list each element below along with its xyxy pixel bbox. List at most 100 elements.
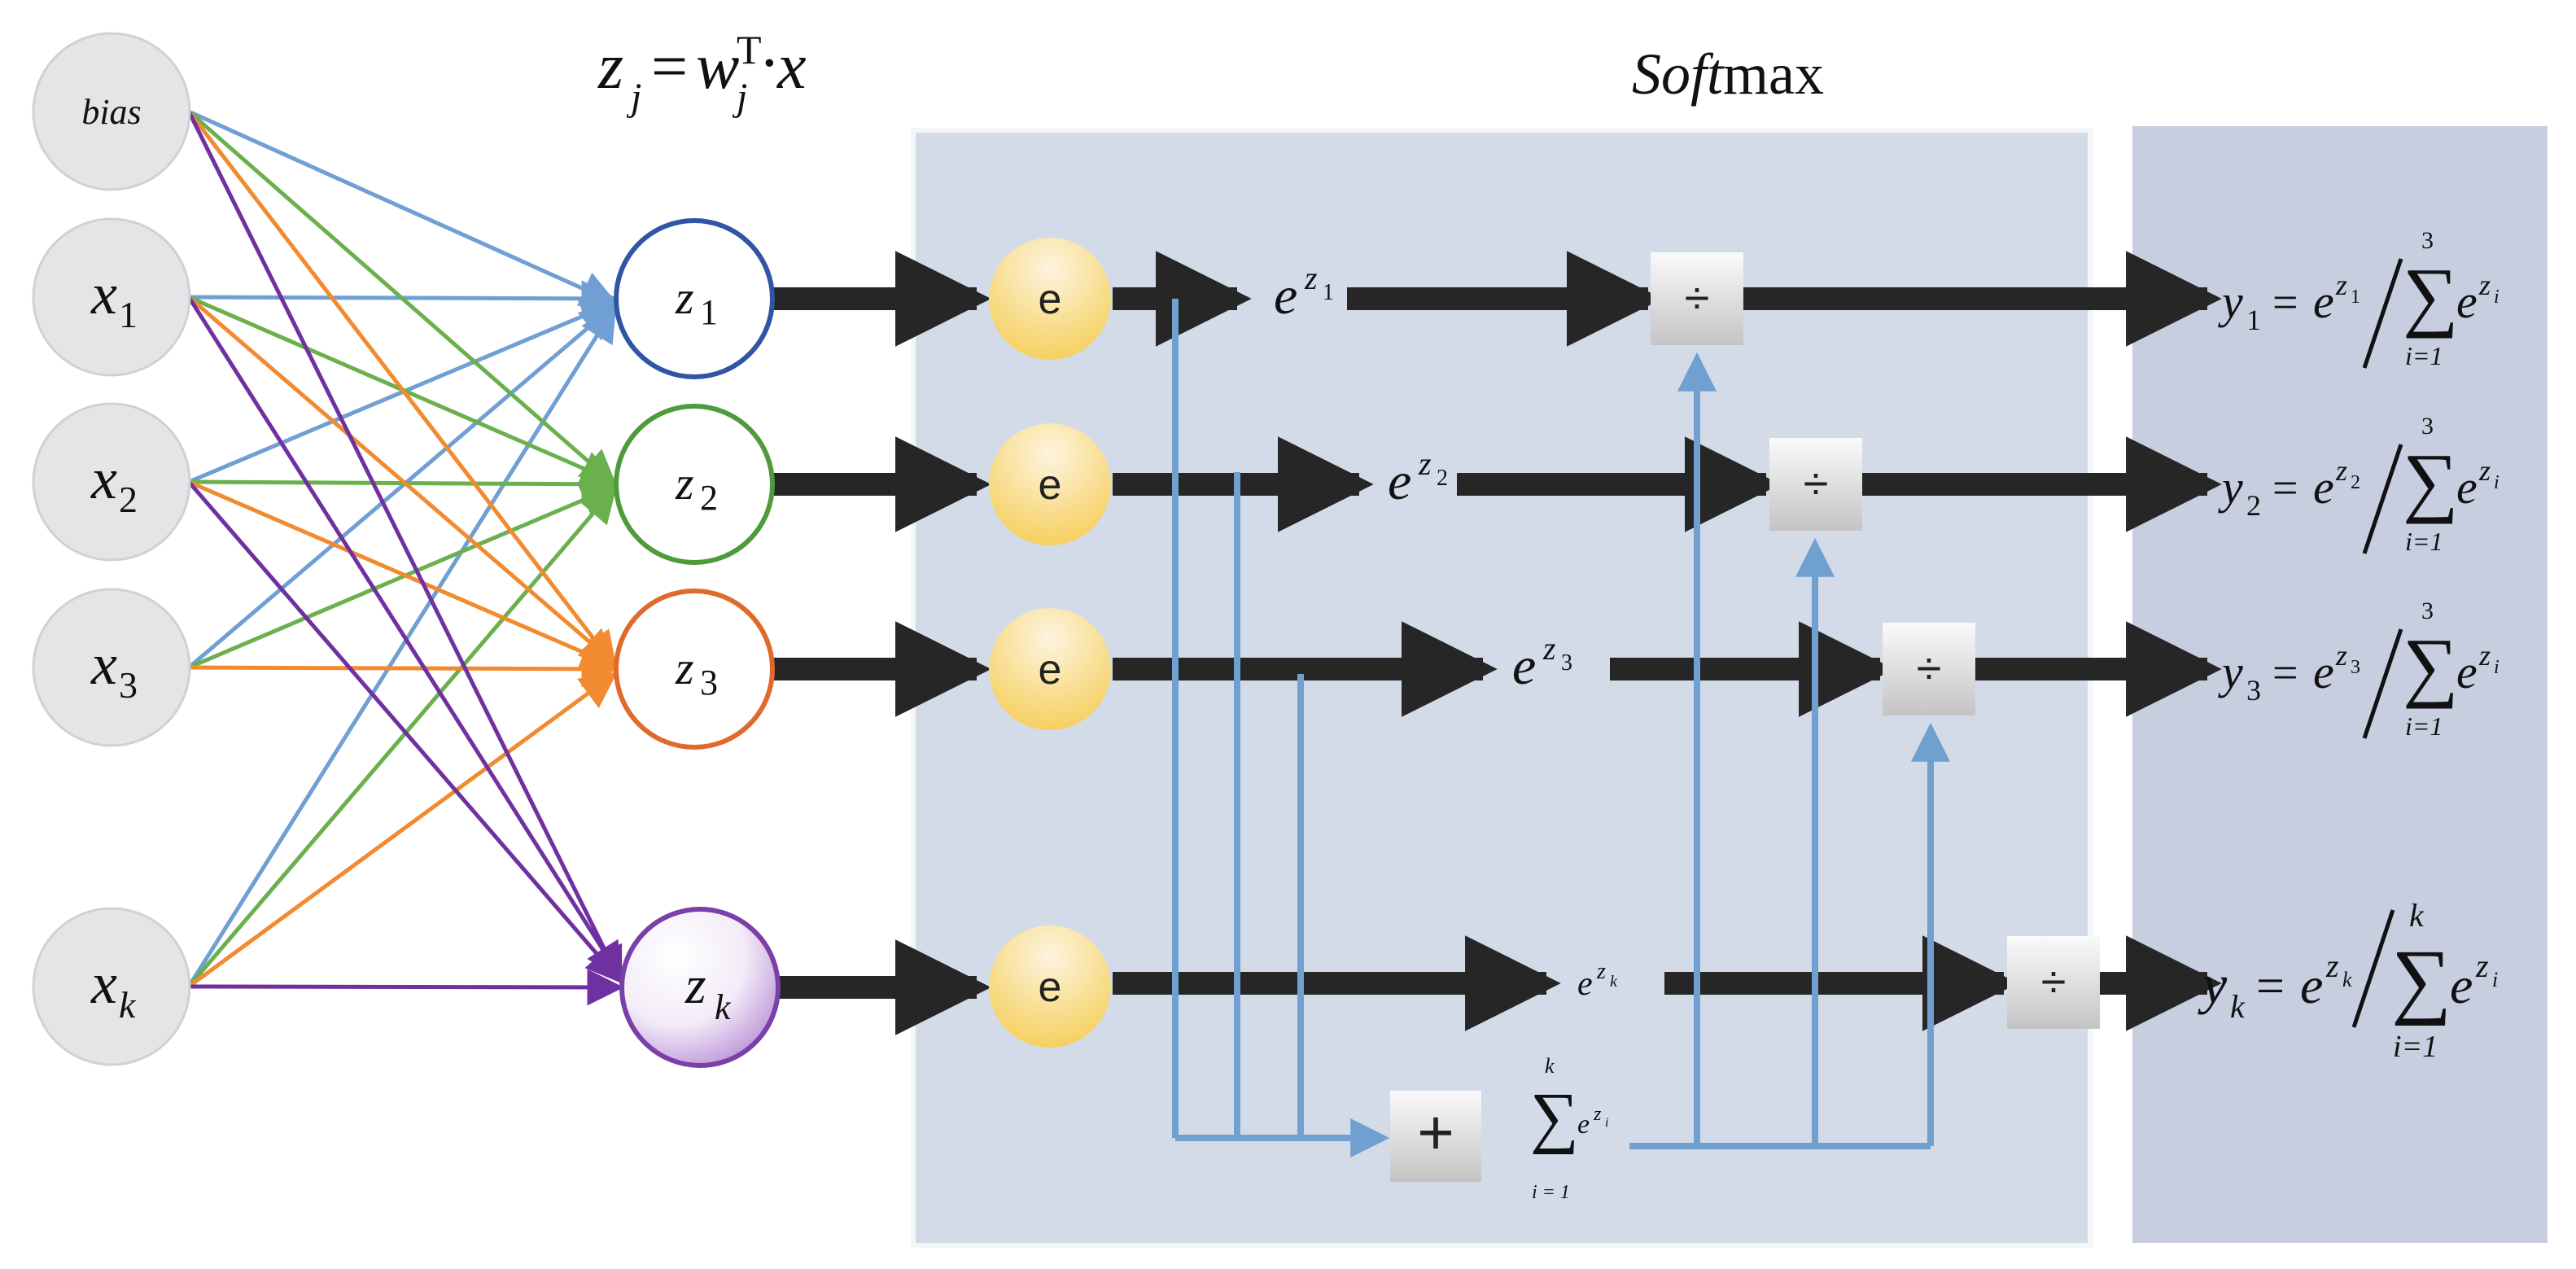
softmax-title: Softmax bbox=[1632, 42, 1824, 107]
svg-text:∑: ∑ bbox=[2403, 622, 2458, 709]
svg-text:x: x bbox=[90, 261, 117, 326]
svg-text:z: z bbox=[1542, 630, 1556, 667]
divide-node-k: ÷ bbox=[2007, 936, 2100, 1029]
svg-text:z: z bbox=[2478, 639, 2491, 672]
svg-text:z: z bbox=[2335, 454, 2347, 487]
svg-text:i: i bbox=[2492, 968, 2498, 991]
svg-text:∑: ∑ bbox=[2403, 437, 2458, 524]
svg-text:k: k bbox=[1610, 973, 1618, 991]
svg-text:=: = bbox=[2272, 278, 2298, 328]
svg-text:e: e bbox=[2313, 645, 2334, 698]
main-arrows bbox=[771, 251, 2222, 1035]
svg-text:1: 1 bbox=[2246, 304, 2261, 336]
connection-x3-to-z1 bbox=[187, 303, 618, 669]
svg-text:k: k bbox=[2230, 988, 2246, 1025]
exp-node-1: e bbox=[989, 238, 1111, 360]
connection-bias-to-z2 bbox=[187, 110, 618, 487]
sum-expression: k ∑ i = 1 e z i bbox=[1530, 1054, 1608, 1203]
svg-text:=: = bbox=[651, 31, 688, 103]
svg-text:z: z bbox=[2335, 639, 2347, 672]
svg-text:e: e bbox=[1512, 637, 1536, 696]
svg-text:z: z bbox=[2475, 947, 2489, 984]
input-node-x1: x 1 bbox=[32, 217, 191, 377]
svg-text:∑: ∑ bbox=[2391, 933, 2451, 1026]
svg-text:i: i bbox=[2494, 472, 2499, 493]
svg-text:3: 3 bbox=[119, 664, 138, 706]
input-layer: bias x 1 x 2 x 3 x k bbox=[32, 32, 191, 1066]
connection-bias-to-z1 bbox=[187, 109, 619, 306]
svg-text:x: x bbox=[776, 31, 807, 103]
exp-node-2: e bbox=[989, 423, 1111, 545]
svg-text:k: k bbox=[2342, 968, 2352, 991]
output-formula-y3: y 3 = e z 3 3 ∑ i=1 e z i bbox=[2218, 597, 2499, 741]
svg-text:e: e bbox=[1039, 462, 1062, 509]
svg-text:z: z bbox=[1304, 260, 1318, 296]
svg-text:z: z bbox=[2478, 454, 2491, 487]
svg-text:e: e bbox=[1039, 646, 1062, 694]
exp-node-3: e bbox=[989, 608, 1111, 730]
svg-text:=: = bbox=[2272, 463, 2298, 514]
svg-text:i: i bbox=[2494, 287, 2499, 308]
connection-x3-to-z2 bbox=[188, 483, 619, 670]
connection-bias-to-zk bbox=[186, 110, 623, 985]
svg-text:T: T bbox=[737, 27, 762, 72]
exp-labels: e z 1 e z 2 e z 3 e z k bbox=[1274, 260, 1618, 1003]
svg-text:z: z bbox=[2478, 269, 2491, 301]
svg-text:y: y bbox=[2218, 461, 2243, 514]
svg-text:2: 2 bbox=[2351, 472, 2360, 493]
svg-text:2: 2 bbox=[119, 479, 138, 520]
svg-text:i=1: i=1 bbox=[2393, 1030, 2438, 1064]
svg-text:i=1: i=1 bbox=[2405, 711, 2443, 741]
svg-text:e: e bbox=[1039, 964, 1062, 1011]
input-node-bias: bias bbox=[32, 32, 191, 191]
svg-text:z: z bbox=[2335, 269, 2347, 301]
connection-x2-to-z3 bbox=[188, 479, 619, 670]
svg-text:1: 1 bbox=[1323, 280, 1334, 305]
svg-text:e: e bbox=[1274, 266, 1297, 326]
svg-text:k: k bbox=[715, 987, 732, 1027]
connection-bias-to-z3 bbox=[187, 110, 617, 669]
connection-x2-to-z1 bbox=[188, 298, 619, 484]
sum-node: + bbox=[1390, 1091, 1481, 1182]
svg-text:∑: ∑ bbox=[2403, 252, 2458, 339]
svg-text:=: = bbox=[2272, 648, 2298, 698]
svg-text:k: k bbox=[1545, 1054, 1555, 1078]
output-formula-y2: y 2 = e z 2 3 ∑ i=1 e z i bbox=[2218, 413, 2499, 556]
svg-text:y: y bbox=[2218, 275, 2243, 328]
svg-text:k: k bbox=[2409, 897, 2425, 934]
svg-text:e: e bbox=[2313, 275, 2334, 328]
svg-text:3: 3 bbox=[2421, 413, 2434, 440]
svg-text:e: e bbox=[2456, 645, 2478, 698]
connection-xk-to-z2 bbox=[187, 485, 617, 988]
svg-text:3: 3 bbox=[700, 663, 718, 702]
svg-text:z: z bbox=[675, 271, 694, 324]
svg-text:i: i bbox=[2494, 657, 2499, 678]
linear-formula: z j = w T j · x bbox=[597, 27, 807, 119]
output-formula-y1: y 1 = e z 1 3 ∑ i=1 e z i bbox=[2218, 227, 2499, 370]
svg-text:z: z bbox=[1593, 1104, 1602, 1125]
connection-xk-to-z3 bbox=[187, 672, 618, 989]
svg-text:y: y bbox=[2198, 953, 2228, 1015]
svg-text:2: 2 bbox=[2246, 489, 2261, 522]
neuron-z2: z 2 bbox=[614, 404, 775, 565]
svg-text:2: 2 bbox=[700, 478, 718, 518]
svg-text:1: 1 bbox=[700, 292, 718, 332]
input-node-x3: x 3 bbox=[32, 588, 191, 747]
neuron-zk: z k bbox=[619, 907, 781, 1068]
svg-text:z: z bbox=[1596, 959, 1606, 984]
svg-text:2: 2 bbox=[1437, 466, 1448, 491]
svg-text:3: 3 bbox=[2421, 597, 2434, 624]
svg-text:3: 3 bbox=[2246, 674, 2261, 707]
svg-text:÷: ÷ bbox=[2041, 956, 2066, 1007]
exp-label-2: e z 2 bbox=[1388, 445, 1448, 511]
svg-text:k: k bbox=[119, 984, 137, 1026]
svg-text:+: + bbox=[1417, 1096, 1454, 1168]
exp-label-1: e z 1 bbox=[1274, 260, 1334, 326]
svg-text:Softmax: Softmax bbox=[1632, 42, 1824, 107]
neuron-z1: z 1 bbox=[614, 218, 775, 379]
divide-nodes: ÷ ÷ ÷ ÷ bbox=[1651, 252, 2100, 1029]
svg-text:x: x bbox=[90, 632, 117, 697]
svg-text:÷: ÷ bbox=[1917, 642, 1942, 694]
connection-xk-to-z1 bbox=[186, 304, 617, 988]
svg-text:e: e bbox=[2300, 956, 2323, 1014]
